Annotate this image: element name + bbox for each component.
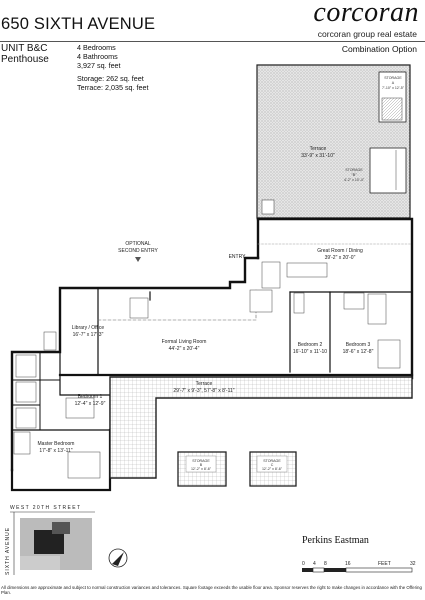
great-room-dim: 39'-2" x 20'-0" (325, 255, 356, 261)
storage-b-top-dim: 4'-2" x 10'-4" (344, 178, 365, 182)
apartment-walls (10, 217, 414, 492)
storage-c-dim: 12'-2" x 8'-6" (262, 467, 283, 471)
architect-name: Perkins Eastman (302, 535, 369, 546)
unit-specs: 4 Bedrooms 4 Bathrooms 3,927 sq. feet St… (77, 43, 149, 93)
keyplan-avenue: SIXTH AVENUE (5, 527, 11, 575)
storage-rooms (177, 451, 297, 487)
storage-b-dim: 12'-2" x 8'-6" (191, 467, 212, 471)
unit-name: UNIT B&C (1, 43, 48, 54)
storage-b-name: STORAGE (192, 459, 210, 463)
unit-type: Penthouse (1, 54, 49, 65)
master-dim: 17'-8" x 13'-11" (39, 448, 72, 454)
bedroom3-dim: 18'-6" x 12'-8" (343, 349, 374, 355)
scale-32: 32 (410, 561, 416, 567)
address-title: 650 SIXTH AVENUE (1, 15, 156, 33)
storage-c-name: STORAGE (263, 459, 281, 463)
master-name: Master Bedroom (38, 441, 75, 447)
storage-b-top-id: "B" (352, 173, 358, 177)
option-label: Combination Option (341, 44, 417, 54)
keyplan-street: WEST 20TH STREET (10, 505, 81, 511)
storage-a-id: A (392, 81, 395, 85)
disclaimer: All dimensions are approximate and subje… (1, 585, 422, 596)
scale-bar: 0 4 8 16 FEET 32 (302, 561, 416, 573)
storage-a-name: STORAGE (384, 76, 402, 80)
bedroom3-name: Bedroom 3 (346, 342, 371, 348)
scale-feet: FEET (378, 561, 391, 567)
spec-terrace: Terrace: 2,035 sq. feet (77, 82, 149, 92)
formal-living-dim: 44'-2" x 20'-4" (169, 346, 200, 352)
storage-b-id: B (200, 463, 203, 467)
terrace-middle-name: Terrace (196, 381, 213, 387)
storage-b-top-name: STORAGE (345, 168, 363, 172)
bedroom1-name: Bedroom 1 (78, 394, 103, 400)
scale-4: 4 (313, 561, 316, 567)
scale-8: 8 (324, 561, 327, 567)
bedroom2-name: Bedroom 2 (298, 342, 323, 348)
brand-logo: corcoran (313, 0, 419, 28)
fixtures (13, 261, 401, 479)
entry-arrow-icon (135, 257, 141, 262)
terrace-middle-dim: 29'-7" x 9'-3", 57'-8" x 8'-11" (173, 388, 234, 394)
terrace-top-dim: 33'-9" x 31'-10" (301, 153, 335, 159)
scale-16: 16 (345, 561, 351, 567)
optional-entry-line2: SECOND ENTRY (118, 248, 158, 254)
library-name: Library / Office (72, 325, 105, 331)
bedroom1-dim: 12'-4" x 12'-9" (75, 401, 106, 407)
key-plan: WEST 20TH STREET SIXTH AVENUE (5, 505, 95, 575)
unit-info: UNIT B&C Penthouse (1, 43, 49, 65)
spec-storage: Storage: 262 sq. feet (77, 73, 144, 83)
library-dim: 16'-7" x 17'-3" (73, 332, 104, 338)
storage-a-dim: 7'-10" x 12'-5" (382, 86, 405, 90)
header-divider (0, 41, 425, 42)
great-room-name: Great Room / Dining (317, 248, 363, 254)
terrace-middle (109, 376, 413, 479)
optional-entry-line1: OPTIONAL (125, 241, 151, 247)
terrace-top-name: Terrace (310, 146, 327, 152)
storage-c-id: C (271, 463, 274, 467)
spec-bathrooms: 4 Bathrooms (77, 51, 118, 61)
brand-subtitle: corcoran group real estate (317, 29, 417, 39)
scale-0: 0 (302, 561, 305, 567)
spec-area: 3,927 sq. feet (77, 60, 121, 70)
entry-label: ENTRY (229, 254, 247, 260)
terrace-top (256, 64, 411, 219)
north-arrow-icon (108, 548, 128, 568)
formal-living-name: Formal Living Room (162, 339, 207, 345)
spec-bedrooms: 4 Bedrooms (77, 43, 116, 52)
bedroom2-dim: 16'-10" x 11'-10 (293, 349, 327, 355)
